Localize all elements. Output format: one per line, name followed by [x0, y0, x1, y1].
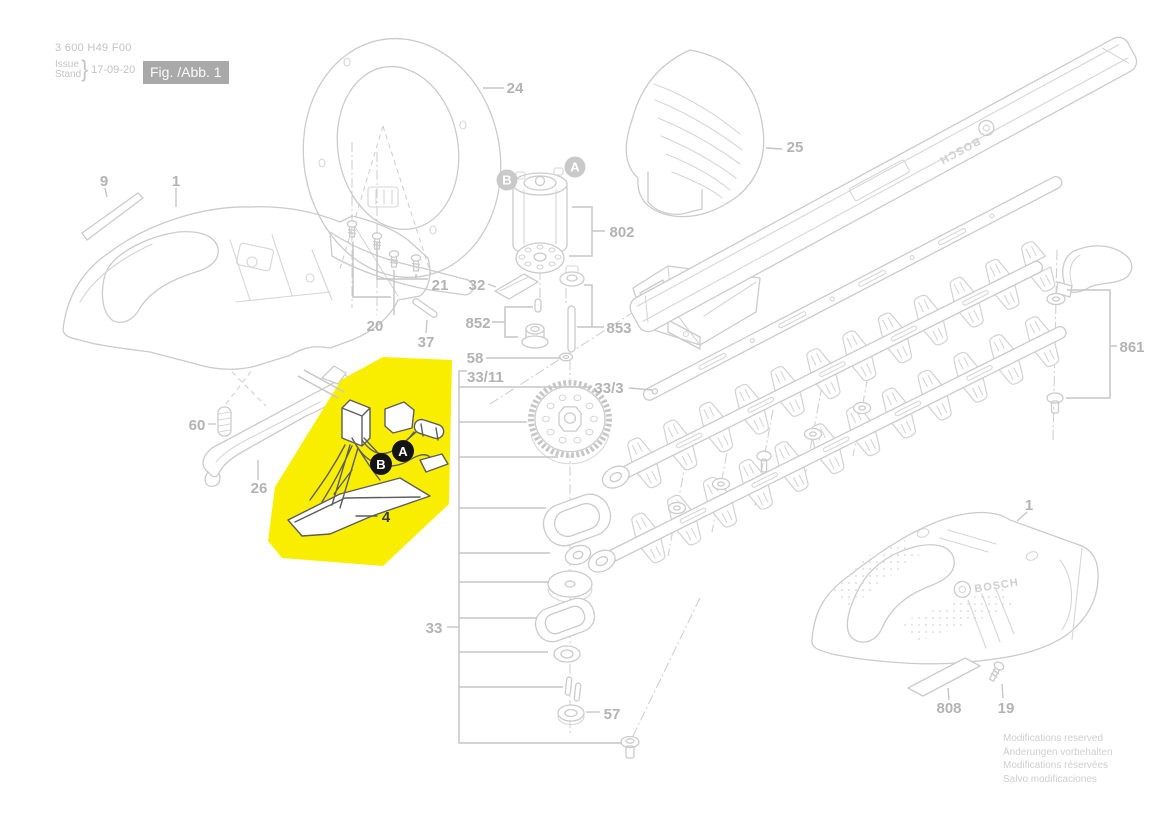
part-label-4: 4: [382, 509, 391, 526]
issue-label-de: Stand: [55, 69, 82, 80]
part-label-21: 21: [432, 277, 449, 294]
handle-screws-drawing: [346, 220, 422, 272]
issue-brace: }: [81, 56, 89, 83]
badge-a-gray-letter: A: [570, 160, 580, 175]
issue-label-en: Issue: [55, 59, 79, 70]
note-fr: Modifications réservées: [1003, 760, 1109, 771]
badge-a-dark-letter: A: [398, 444, 408, 459]
part-label-808: 808: [936, 700, 961, 717]
loop-handle-drawing: [302, 37, 502, 296]
part-853-drawing: [559, 265, 585, 353]
part-32-drawing: [494, 273, 539, 300]
note-de: Änderungen vorbehalten: [1003, 746, 1113, 758]
part-label-26: 26: [251, 480, 268, 497]
part-labels: 9 1 24 25 802 21 20 37 32 852 853 58 33/…: [100, 80, 1145, 723]
pin-37-drawing: [412, 298, 438, 318]
badge-a-dark: A: [392, 431, 417, 462]
sticker-9-drawing: [81, 192, 144, 241]
part-label-802: 802: [609, 224, 634, 241]
part-label-19: 19: [998, 700, 1015, 717]
part-label-853: 853: [606, 320, 631, 337]
part-label-33-11: 33/11: [467, 369, 504, 386]
part-label-32: 32: [469, 277, 486, 294]
washer-58-drawing: [558, 352, 574, 362]
left-housing-drawing: [62, 206, 431, 370]
blade-lower-drawing: [587, 312, 1067, 573]
blade-guard-drawing: BOSCH: [629, 36, 1138, 333]
guide-rail-drawing: [642, 176, 1063, 401]
part-label-1-right: 1: [1025, 497, 1033, 514]
bottom-screw-drawing: [620, 735, 640, 759]
part-label-861: 861: [1119, 339, 1144, 356]
screw-19-drawing: [988, 661, 1005, 682]
motor-802-drawing: [512, 167, 568, 274]
issue-stand-block: Issue Stand } 17-09-20: [55, 56, 136, 83]
part-label-60: 60: [189, 417, 206, 434]
eccentric-stack-drawing: [534, 493, 612, 702]
document-part-code: 3 600 H49 F00: [55, 42, 132, 54]
part-label-20: 20: [367, 318, 384, 335]
blade-upper-drawing: [601, 237, 1061, 492]
highlight-region: B A 4: [268, 357, 452, 566]
badge-b-dark-letter: B: [376, 457, 385, 472]
sticker-808-drawing: [907, 657, 981, 697]
modifications-notes: Modifications reserved Änderungen vorbeh…: [1003, 732, 1113, 786]
part-label-37: 37: [418, 334, 435, 351]
washer-57-drawing: [557, 704, 585, 726]
badge-b-gray: B: [496, 169, 518, 191]
cover-25-drawing: [625, 49, 765, 218]
part-label-33-3: 33/3: [594, 380, 623, 397]
note-es: Salvo modificaciones: [1003, 773, 1097, 785]
badge-a-gray: A: [564, 156, 586, 178]
part-label-24: 24: [507, 80, 524, 97]
tip-guard-861-drawing: [1046, 245, 1133, 414]
part-label-9: 9: [100, 173, 108, 190]
note-en: Modifications reserved: [1003, 733, 1104, 744]
part-label-58: 58: [467, 350, 484, 367]
gear-drawing: [528, 379, 612, 465]
part-label-33: 33: [426, 620, 443, 637]
issue-date: 17-09-20: [91, 64, 136, 76]
part-label-852: 852: [465, 315, 490, 332]
figure-label-box: Fig. /Abb. 1: [143, 61, 229, 84]
part-label-1-left: 1: [172, 173, 180, 190]
part-label-57: 57: [604, 706, 621, 723]
leaders-and-brackets: [104, 87, 1117, 744]
right-housing-drawing: BOSCH: [811, 511, 1099, 665]
part-label-25: 25: [787, 139, 804, 156]
spring-60-drawing: [217, 406, 232, 437]
part-852-drawing: [521, 298, 549, 349]
badge-b-dark: B: [363, 437, 392, 475]
badge-b-gray-letter: B: [502, 173, 511, 188]
blade-fasteners-drawing: [667, 401, 872, 515]
